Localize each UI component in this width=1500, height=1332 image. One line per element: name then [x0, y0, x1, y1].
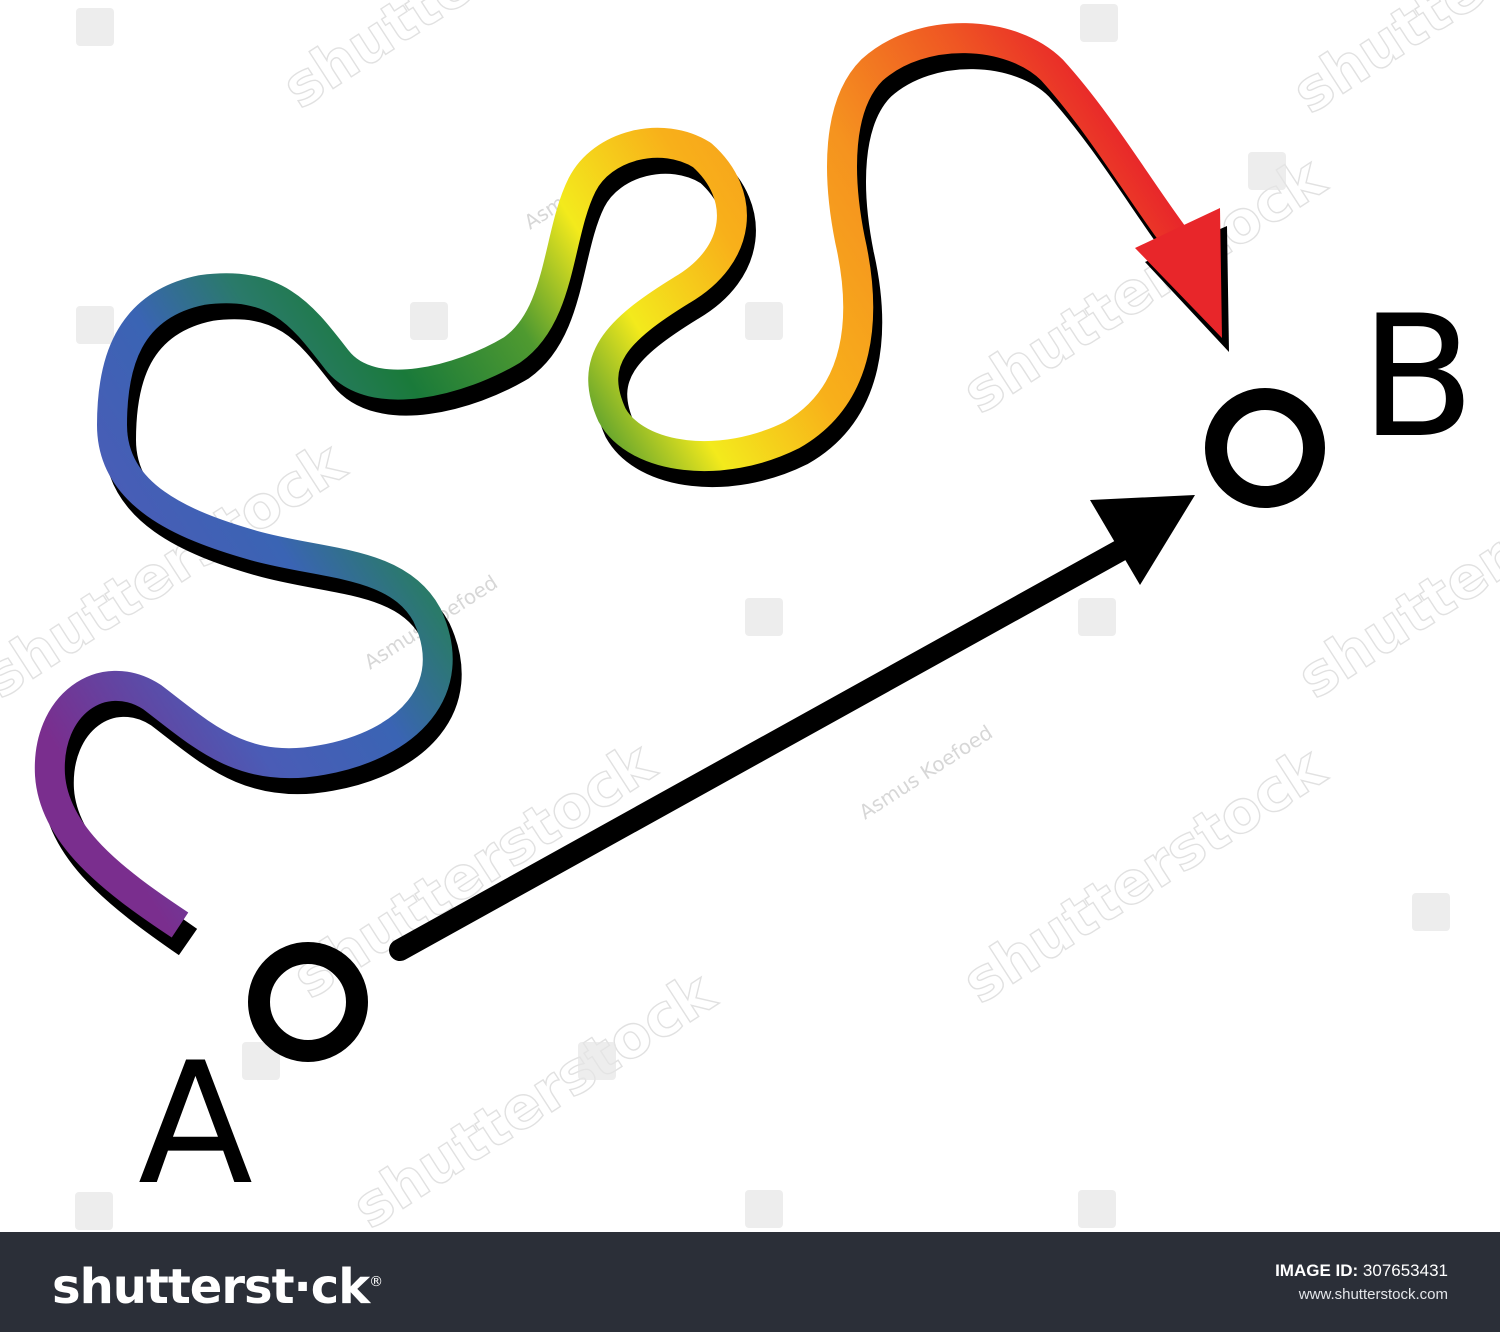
- winding-arrow-head: [1135, 208, 1222, 338]
- point-a-marker: [248, 942, 368, 1062]
- diagram-canvas: shutterstock shutterstock shutterstock s…: [0, 0, 1500, 1232]
- winding-path-body: [34, 23, 1194, 938]
- point-a-label: A: [138, 1026, 253, 1222]
- point-b-marker: [1205, 388, 1325, 508]
- point-b-label: B: [1360, 279, 1475, 475]
- straight-arrow-head: [1090, 495, 1195, 585]
- image-id-value: 307653431: [1362, 1261, 1448, 1280]
- watermark-text: shutterstock: [341, 958, 728, 1232]
- watermark-text: shutterstock: [1281, 0, 1500, 127]
- image-id-label: IMAGE ID:: [1275, 1261, 1359, 1280]
- straight-arrow-shaft: [389, 534, 1141, 961]
- watermark-text: shutterstock: [951, 733, 1338, 1017]
- winding-path: [34, 23, 1229, 956]
- straight-arrow: [389, 495, 1195, 961]
- registered-mark-icon: ®: [369, 1274, 383, 1290]
- path-diagram: shutterstock shutterstock shutterstock s…: [0, 0, 1500, 1232]
- brand-logo[interactable]: shutterst·ck®: [52, 1252, 383, 1317]
- stock-footer-bar: shutterst·ck® IMAGE ID: 307653431 www.sh…: [0, 1232, 1500, 1332]
- image-meta: IMAGE ID: 307653431 www.shutterstock.com: [1275, 1260, 1448, 1308]
- watermark-author: Asmus Koefoed: [855, 720, 997, 824]
- site-url[interactable]: www.shutterstock.com: [1298, 1286, 1448, 1303]
- watermark-text: shutterstock: [271, 0, 658, 122]
- brand-logo-text: shutterst·ck: [52, 1259, 370, 1315]
- image-id-line: IMAGE ID: 307653431: [1275, 1260, 1448, 1282]
